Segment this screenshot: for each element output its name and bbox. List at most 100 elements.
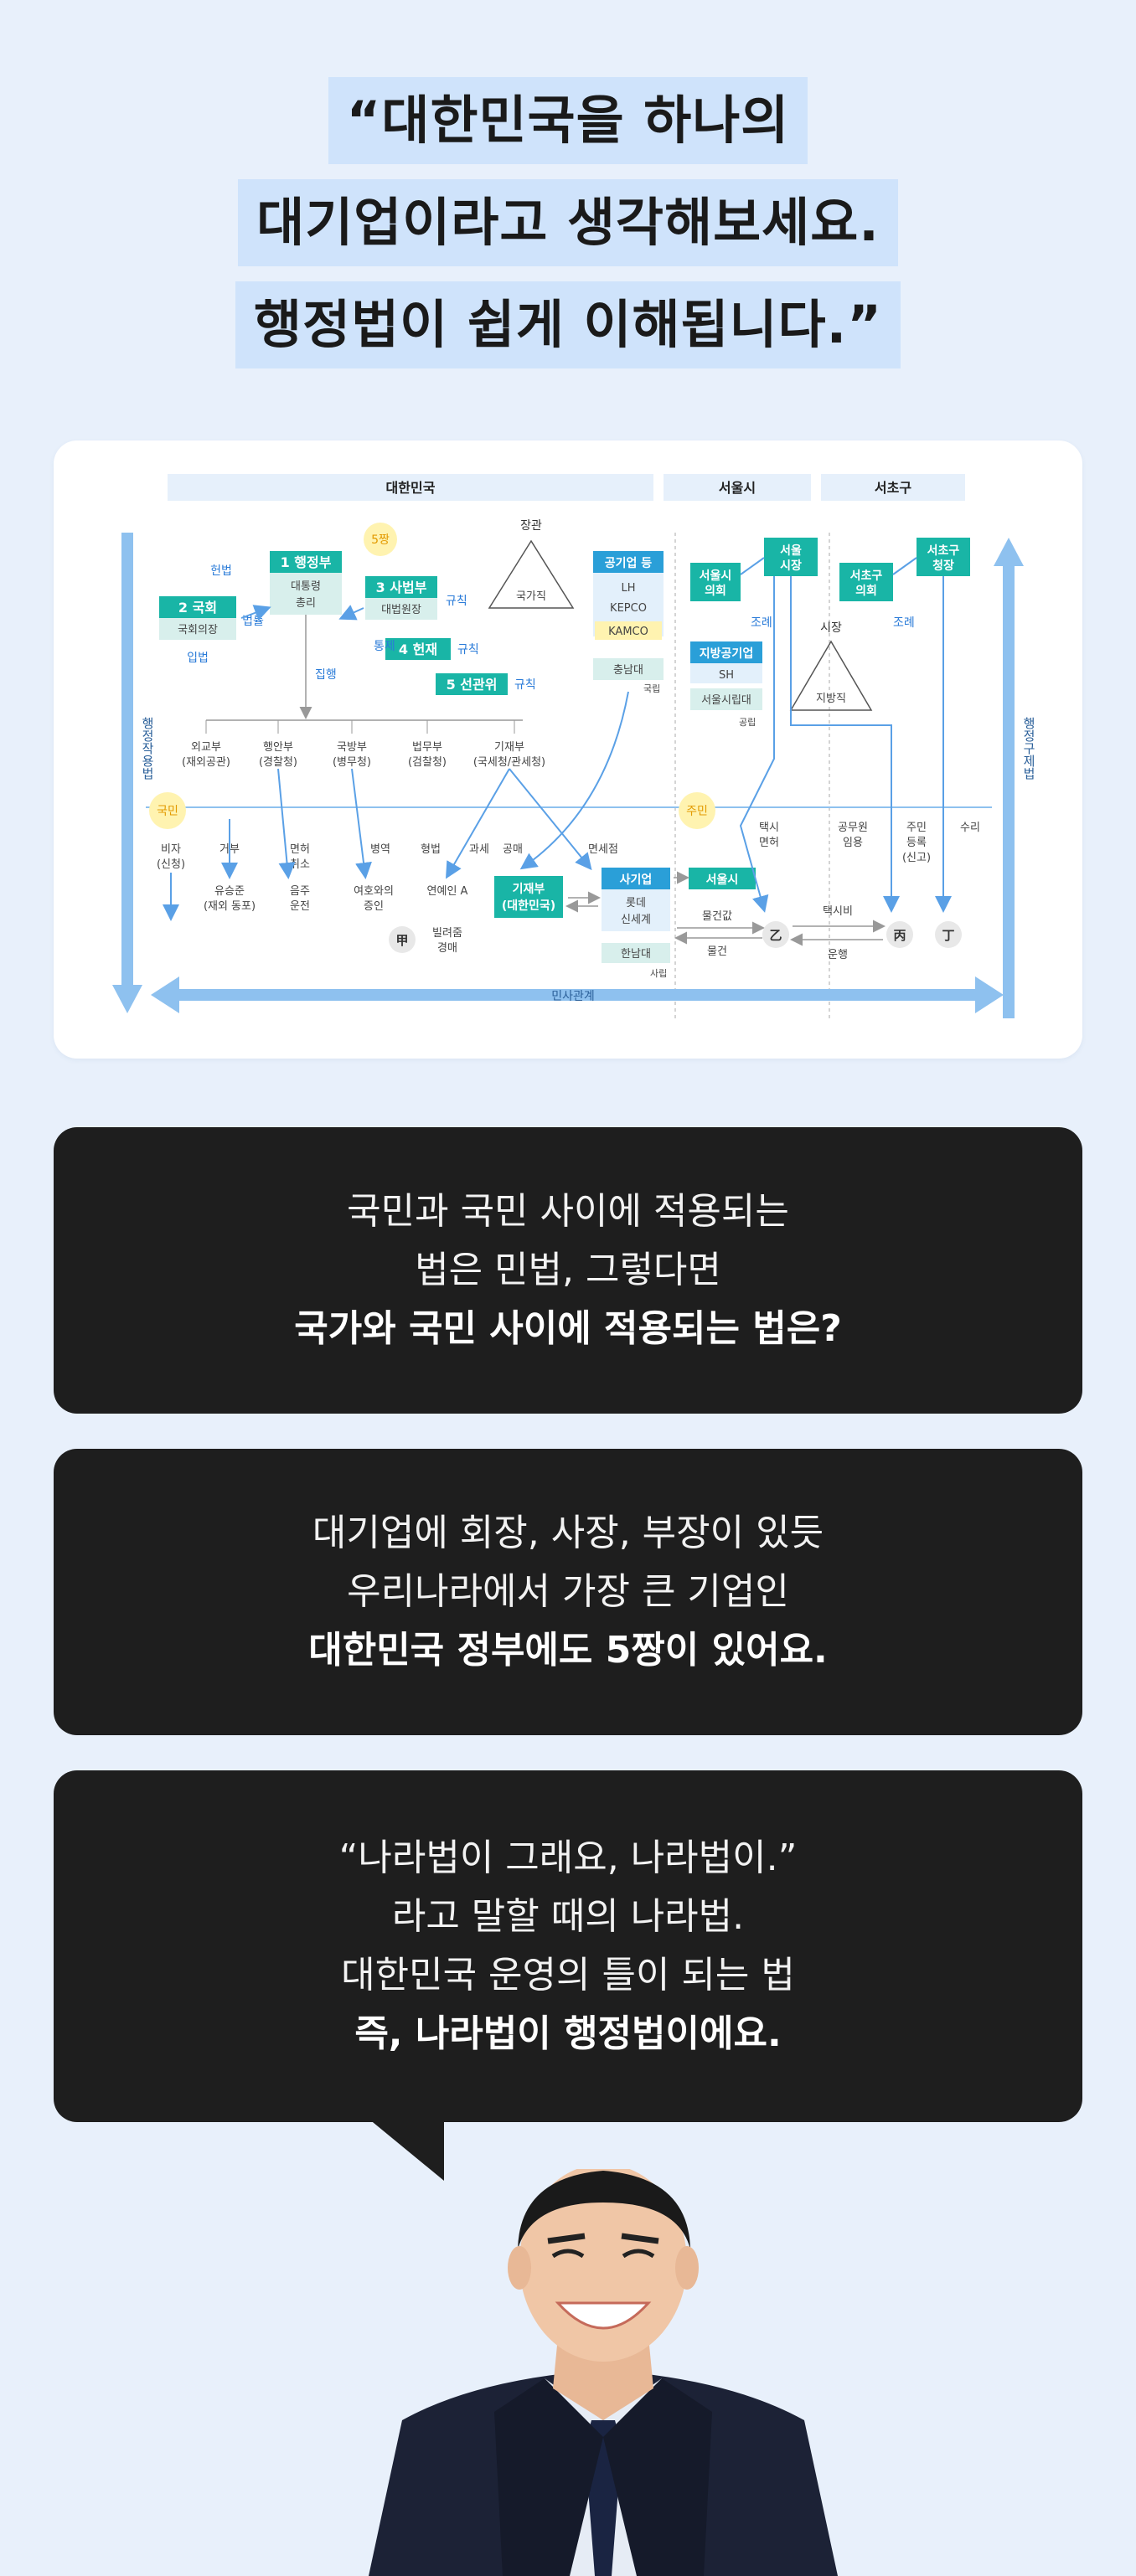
svg-text:취소: 취소 [290, 858, 310, 871]
headline-line-3: 행정법이 쉽게 이해됩니다.” [235, 281, 901, 368]
svg-text:서초구: 서초구 [927, 544, 960, 558]
public-corp-lh: LH [621, 582, 635, 595]
label-rule-2: 규칙 [457, 643, 479, 657]
label-constitution: 헌법 [210, 564, 232, 578]
bubble-1-bold: 국가와 국민 사이에 적용되는 법은? [294, 1307, 842, 1350]
label-rule-1: 규칙 [446, 595, 467, 608]
local-corp-title: 지방공기업 [700, 647, 753, 661]
svg-text:공무원: 공무원 [838, 822, 868, 834]
diagram-svg: 대한민국 서울시 서초구 행정작용법 행정구제법 민사관계 5짱 1 행정부 대… [112, 474, 1036, 1018]
svg-text:임용: 임용 [843, 837, 863, 849]
person-eul: 乙 [769, 928, 782, 943]
svg-text:(검찰청): (검찰청) [408, 756, 447, 769]
gov-election-commission: 5 선관위 [447, 677, 498, 693]
svg-text:운전: 운전 [290, 900, 310, 913]
svg-text:비자: 비자 [161, 843, 181, 856]
svg-text:기재부: 기재부 [494, 741, 524, 754]
header-seoul: 서울시 [719, 480, 756, 496]
triangle-national: 국가직 [516, 590, 546, 603]
svg-text:롯데: 롯데 [626, 897, 646, 909]
gov-assembly: 2 국회 [178, 600, 217, 616]
svg-text:대통령: 대통령 [291, 580, 321, 593]
local-corp-sh: SH [719, 669, 734, 682]
bubble-2-line-1: 대기업에 회장, 사장, 부장이 있듯 [312, 1512, 824, 1554]
bubble-1-line-1: 국민과 국민 사이에 적용되는 [347, 1190, 789, 1233]
headline: “대한민국을 하나의 대기업이라고 생각해보세요. 행정법이 쉽게 이해됩니다.… [0, 77, 1136, 368]
svg-text:면허: 면허 [290, 843, 310, 856]
label-legislation: 입법 [187, 652, 209, 665]
person-gap: 甲 [395, 933, 408, 948]
svg-text:청장: 청장 [932, 559, 954, 573]
public-corp-kamco: KAMCO [608, 626, 648, 638]
svg-text:기재부: 기재부 [513, 883, 545, 896]
bubble-1-line-2: 법은 민법, 그렇다면 [415, 1249, 721, 1291]
gov-assembly-sub: 국회의장 [178, 624, 218, 636]
svg-text:(신청): (신청) [157, 858, 185, 871]
svg-text:신세계: 신세계 [621, 914, 651, 926]
public-corp-national: 국립 [643, 683, 660, 694]
citizen-label: 국민 [157, 805, 178, 818]
bubble-2-bold: 대한민국 정부에도 5짱이 있어요. [308, 1629, 828, 1672]
hannam-univ: 한남대 [621, 948, 651, 961]
label-execution: 집행 [315, 668, 337, 682]
bubble-2-line-2: 우리나라에서 가장 큰 기업인 [347, 1570, 789, 1613]
bubble-civil-law: 국민과 국민 사이에 적용되는 법은 민법, 그렇다면 국가와 국민 사이에 적… [54, 1127, 1082, 1414]
header-bar-korea [168, 474, 653, 501]
drive-label: 운행 [828, 948, 848, 961]
header-bar-seocho [821, 474, 965, 501]
svg-text:유승준: 유승준 [214, 885, 245, 898]
seoul-city-box: 서울시 [706, 873, 739, 887]
person-celeb: 연예인 A [427, 885, 468, 898]
bubble-3-line-1: “나라법이 그래요, 나라법이.” [338, 1837, 798, 1879]
svg-text:(국세청/관세청): (국세청/관세청) [473, 756, 545, 769]
public-corp-title: 공기업 등 [605, 557, 653, 570]
svg-text:(재외공관): (재외공관) [182, 756, 230, 769]
svg-text:수리: 수리 [960, 822, 980, 834]
svg-text:의회: 의회 [855, 584, 877, 598]
bubble-3-bold: 즉, 나라법이 행정법이에요. [354, 2012, 782, 2055]
svg-text:법무부: 법무부 [412, 741, 442, 754]
five-jjang-label: 5짱 [371, 533, 390, 547]
svg-text:서초구: 서초구 [850, 569, 883, 583]
svg-text:병역: 병역 [370, 843, 390, 856]
header-bar-seoul [664, 474, 811, 501]
label-control: 통제 [374, 640, 395, 653]
svg-text:주민: 주민 [906, 822, 927, 834]
svg-text:(신고): (신고) [902, 852, 931, 864]
svg-text:면세점: 면세점 [588, 843, 618, 856]
svg-text:총리: 총리 [296, 597, 316, 610]
gov-judiciary: 3 사법부 [376, 580, 427, 595]
svg-text:행안부: 행안부 [263, 740, 293, 754]
person-jung: 丁 [942, 928, 954, 943]
svg-text:국방부: 국방부 [337, 741, 367, 754]
local-triangle: 지방직 [816, 693, 846, 705]
gov-constitutional-court: 4 헌재 [399, 641, 437, 657]
taxi-fare: 택시비 [823, 905, 853, 918]
svg-text:경매: 경매 [437, 942, 457, 955]
bubble-nara-law: “나라법이 그래요, 나라법이.” 라고 말할 때의 나라법. 대한민국 운영의… [54, 1770, 1082, 2122]
person-byung: 丙 [893, 928, 906, 943]
public-corp-kepco: KEPCO [610, 602, 647, 615]
local-corp-public: 공립 [739, 717, 756, 728]
svg-text:(재외 동포): (재외 동포) [204, 900, 256, 913]
goods-price: 물건값 [702, 910, 732, 923]
svg-text:여호와의: 여호와의 [354, 885, 394, 898]
resident-label: 주민 [686, 805, 708, 818]
speech-tail [369, 2119, 444, 2181]
presenter-photo [369, 2169, 838, 2576]
label-ordinance-2: 조례 [893, 616, 915, 630]
bottom-arrow-label: 민사관계 [551, 990, 595, 1003]
side-left-label: 행정작용법 [140, 717, 155, 780]
headline-line-1: “대한민국을 하나의 [328, 77, 808, 164]
svg-text:공매: 공매 [503, 843, 523, 856]
gov-executive: 1 행정부 [281, 554, 332, 570]
goods-label: 물건 [707, 945, 727, 958]
svg-text:등록: 등록 [906, 837, 927, 849]
seoul-mayor-top: 시장 [820, 621, 842, 635]
bubble-five-jjang: 대기업에 회장, 사장, 부장이 있듯 우리나라에서 가장 큰 기업인 대한민국… [54, 1449, 1082, 1735]
bubble-3-line-2: 라고 말할 때의 나라법. [391, 1895, 745, 1938]
label-ordinance-1: 조례 [751, 616, 772, 630]
svg-text:시장: 시장 [780, 559, 802, 573]
hannam-private: 사립 [650, 968, 667, 979]
private-company: 사기업 [620, 873, 653, 887]
